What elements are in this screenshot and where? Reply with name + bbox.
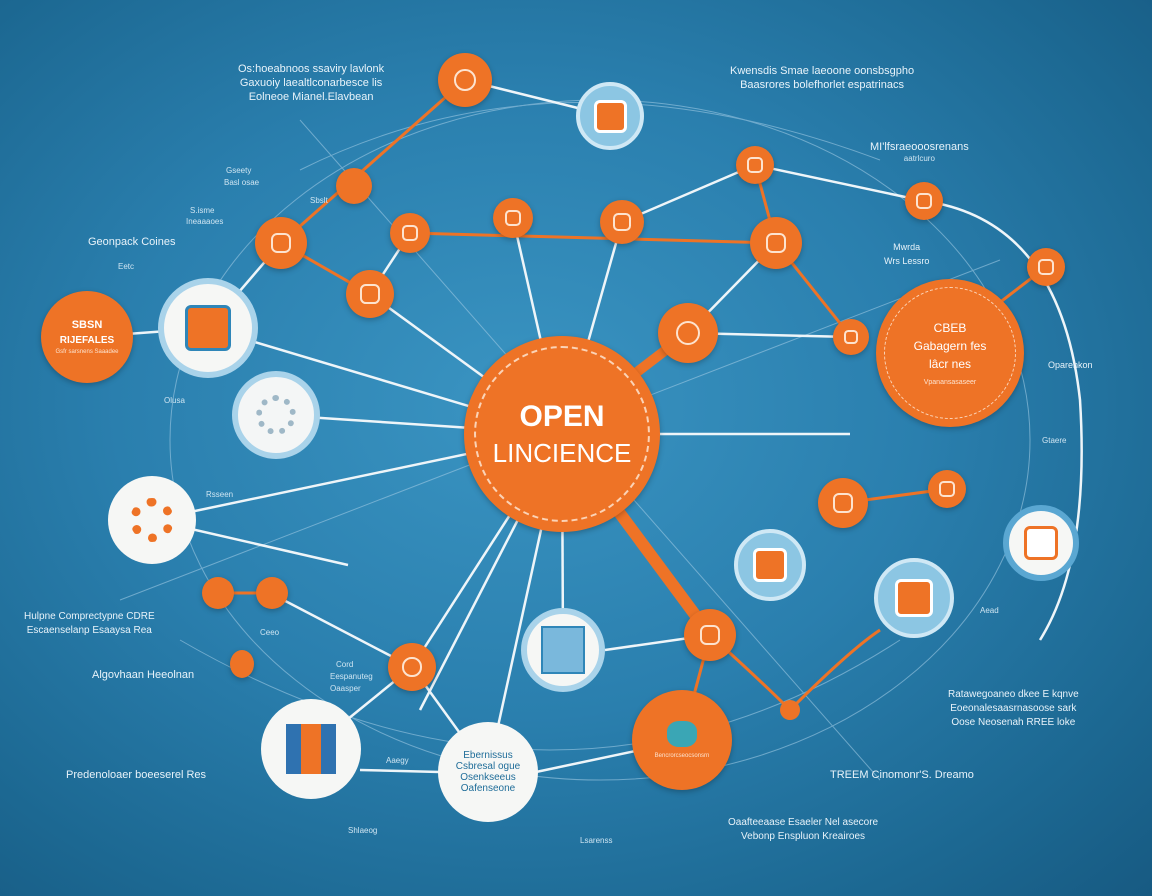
shield-icon <box>454 69 476 91</box>
badge-icon <box>270 232 292 254</box>
left-summary-node[interactable]: SBSN RIJEFALES Gsfr sarsnens Saaadee <box>41 291 133 383</box>
small-label: Basl osae <box>224 178 260 187</box>
node-17[interactable] <box>202 577 234 609</box>
gear-node[interactable] <box>108 476 196 564</box>
node-13[interactable] <box>928 470 966 508</box>
document-icon <box>833 493 853 513</box>
geonpack-label: Geonpack Coines <box>88 236 176 248</box>
bottom-orange-caption: Bencrorcseocsonsrn <box>654 753 710 759</box>
node-6[interactable] <box>438 53 492 107</box>
node-11[interactable] <box>905 182 943 220</box>
node-20[interactable] <box>336 168 372 204</box>
list-icon <box>360 284 380 304</box>
node-16[interactable] <box>388 643 436 691</box>
lock-icon <box>939 481 955 497</box>
document-right-node[interactable] <box>1003 505 1079 581</box>
small-label: Eespanuteg <box>330 672 373 681</box>
tablet-icon <box>541 626 585 674</box>
node-9[interactable] <box>658 303 718 363</box>
node-7[interactable] <box>736 146 774 184</box>
node-4[interactable] <box>493 198 533 238</box>
small-label: Ineaaaoes <box>186 217 224 226</box>
document-icon <box>1023 525 1059 561</box>
package-node[interactable] <box>734 529 806 601</box>
coin-icon <box>402 657 422 677</box>
hand-icon <box>765 232 787 254</box>
document-icon <box>843 329 859 345</box>
leaf-icon <box>402 225 418 241</box>
node-15[interactable] <box>684 609 736 661</box>
gear-icon <box>256 395 296 435</box>
small-label: Rsseen <box>206 490 234 499</box>
document-icon <box>613 213 631 231</box>
document-icon <box>916 193 932 209</box>
left-node-subtitle: RIJEFALES <box>59 335 115 346</box>
node-5[interactable] <box>600 200 644 244</box>
bottom-node-line: Oafenseone <box>460 783 516 794</box>
bottom-node-line: Csbresal ogue <box>455 761 521 772</box>
bottom-node-line: Osenkseeus <box>460 772 516 783</box>
refresh-icon <box>676 321 700 345</box>
node-2[interactable] <box>346 270 394 318</box>
people-node[interactable] <box>261 699 361 799</box>
node-8[interactable] <box>750 217 802 269</box>
small-label: Cord <box>336 660 354 669</box>
hand-icon <box>505 210 521 226</box>
node-3[interactable] <box>390 213 430 253</box>
box-icon <box>894 578 934 618</box>
node-18[interactable] <box>256 577 288 609</box>
node-12[interactable] <box>1027 248 1065 286</box>
node-1[interactable] <box>255 217 307 269</box>
document-icon <box>747 157 763 173</box>
node-10[interactable] <box>833 319 869 355</box>
small-label: Oaasper <box>330 684 361 693</box>
small-label: Eetc <box>118 262 135 271</box>
document-icon <box>1038 259 1054 275</box>
bottom-node-line: Ebernissus <box>463 750 513 761</box>
bottom-orange-node[interactable]: Bencrorcseocsonsrn <box>632 690 732 790</box>
small-label: Gseety <box>226 166 252 175</box>
oparenkon-label: Oparenkon <box>1048 360 1093 370</box>
small-label: S.isme <box>190 206 215 215</box>
gear-icon <box>130 498 174 542</box>
document-icon <box>185 305 231 351</box>
small-label: Ceeo <box>260 628 280 637</box>
small-label: Shlaeog <box>348 826 378 835</box>
small-label: Gtaere <box>1042 436 1067 445</box>
right-summary-node[interactable]: CBEB Gabagern fes lâcr nes Vpanansasasee… <box>876 279 1024 427</box>
document-icon <box>699 624 721 646</box>
small-label: Olusa <box>164 396 185 405</box>
globe-icon <box>667 721 697 747</box>
package-icon <box>752 547 788 583</box>
algovi-label: Algovhaan Heeolnan <box>92 669 195 681</box>
small-label: Sbslt <box>310 196 328 205</box>
left-node-title: SBSN <box>71 319 103 331</box>
small-label: Lsarenss <box>580 836 613 845</box>
globe-node[interactable] <box>874 558 954 638</box>
node-19[interactable] <box>230 650 254 678</box>
tablet-node[interactable] <box>521 608 605 692</box>
predeni-label: Predenoloaer boeeserel Res <box>66 769 207 781</box>
small-label: Aaegy <box>386 756 409 765</box>
people-icon <box>286 724 336 774</box>
bottom-text-node[interactable]: Ebernissus Csbresal ogue Osenkseeus Oafe… <box>438 722 538 822</box>
small-label: Aead <box>980 606 999 615</box>
center-license-node[interactable]: OPEN LINCIENCE <box>464 336 660 532</box>
left-node-caption: Gsfr sarsnens Saaadee <box>55 349 119 355</box>
document-icon <box>593 99 627 133</box>
treem-label: TREEM Cinomonr'S. Dreamo <box>830 769 974 781</box>
document-top-node[interactable] <box>576 82 644 150</box>
node-14[interactable] <box>818 478 868 528</box>
document-gear-node[interactable] <box>158 278 258 378</box>
shield-gear-node[interactable] <box>232 371 320 459</box>
